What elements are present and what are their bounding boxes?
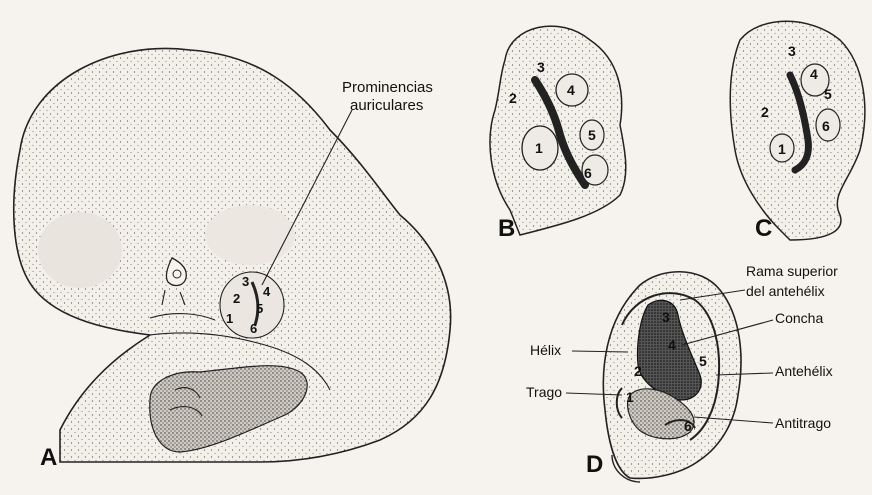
ear-d-number-1: 1 <box>626 389 634 405</box>
ear-d-number-4: 4 <box>668 337 676 353</box>
optic-swelling <box>38 212 122 288</box>
label-rama-superior-line2: del antehélix <box>746 283 825 299</box>
prominencias-label-line2: auriculares <box>350 97 423 114</box>
hillock-number-1: 1 <box>226 311 233 326</box>
forebrain-swelling <box>205 205 295 265</box>
panel-d: 1 2 3 4 5 6 Rama superior del antehélix … <box>526 263 838 482</box>
ear-d-number-5: 5 <box>699 353 707 369</box>
label-helix: Hélix <box>530 342 561 358</box>
label-antitrago: Antitrago <box>775 415 831 431</box>
ear-c-outline <box>730 21 865 240</box>
ear-d-number-6: 6 <box>684 418 692 434</box>
panel-a-letter: A <box>40 444 57 471</box>
panel-c-letter: C <box>755 215 772 242</box>
panel-b: 1 2 3 4 5 6 B <box>490 26 626 242</box>
ear-b-number-2: 2 <box>509 90 517 106</box>
hillock-number-6: 6 <box>250 321 257 336</box>
ear-d-number-3: 3 <box>662 309 670 325</box>
prominencias-label-line1: Prominencias <box>342 79 433 96</box>
label-rama-superior-line1: Rama superior <box>746 263 838 279</box>
panel-b-letter: B <box>498 215 515 242</box>
ear-c-number-2: 2 <box>761 104 769 120</box>
label-antehelix: Antehélix <box>775 363 833 379</box>
label-trago: Trago <box>526 384 562 400</box>
ear-c-number-4: 4 <box>810 66 818 82</box>
panel-a: Prominencias auriculares 1 2 3 4 5 6 A <box>14 48 451 471</box>
panel-c: 1 2 3 4 5 6 C <box>730 21 865 242</box>
panel-d-letter: D <box>586 451 603 478</box>
hillock-number-2: 2 <box>233 291 240 306</box>
ear-c-number-6: 6 <box>822 118 830 134</box>
ear-c-number-3: 3 <box>788 43 796 59</box>
ear-d-number-2: 2 <box>634 363 642 379</box>
hillock-number-4: 4 <box>263 284 271 299</box>
ear-c-number-5: 5 <box>824 86 832 102</box>
ear-b-number-5: 5 <box>588 127 596 143</box>
ear-c-number-1: 1 <box>778 141 786 157</box>
ear-b-number-3: 3 <box>537 59 545 75</box>
ear-b-number-4: 4 <box>567 82 575 98</box>
ear-b-number-6: 6 <box>584 165 592 181</box>
hillock-number-3: 3 <box>242 274 249 289</box>
ear-b-number-1: 1 <box>535 140 543 156</box>
hillock-number-5: 5 <box>256 301 263 316</box>
label-concha: Concha <box>775 310 823 326</box>
